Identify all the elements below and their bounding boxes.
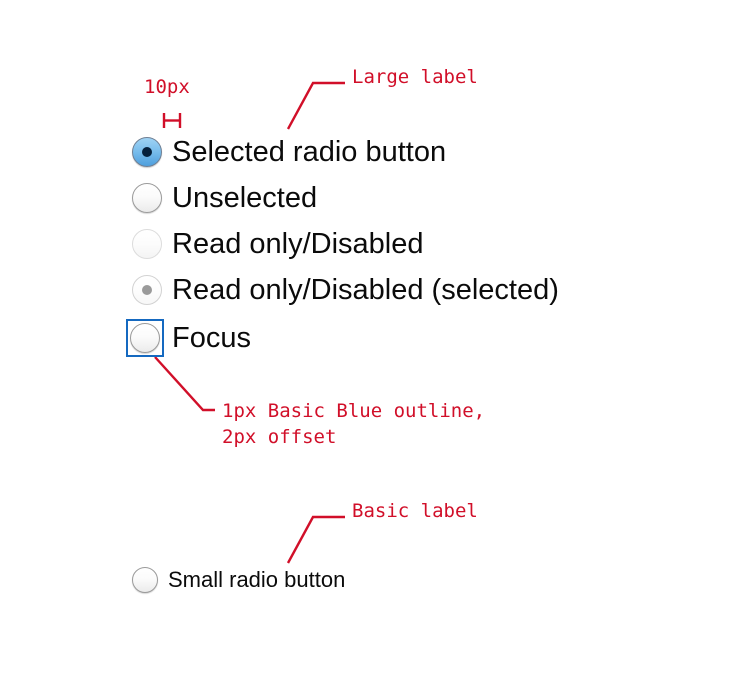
focus-outline-ring — [126, 319, 164, 357]
focus-outline-annotation-line1: 1px Basic Blue outline, — [222, 400, 486, 422]
radio-label-focus: Focus — [172, 322, 251, 354]
radio-small-unselected-icon[interactable] — [132, 567, 158, 593]
radio-row-unselected[interactable]: Unselected — [132, 181, 317, 215]
radio-row-selected[interactable]: Selected radio button — [132, 135, 446, 169]
large-label-leader-icon — [286, 81, 345, 130]
spacing-annotation-label: 10px — [144, 76, 190, 98]
radio-row-disabled: Read only/Disabled — [132, 227, 423, 261]
radio-selected-icon[interactable] — [132, 137, 162, 167]
spacing-measure-icon — [162, 113, 182, 128]
focus-outline-annotation: 1px Basic Blue outline, 2px offset — [222, 398, 485, 450]
focus-outline-annotation-line2: 2px offset — [222, 426, 337, 448]
basic-label-leader-icon — [286, 515, 345, 564]
radio-unselected-icon[interactable] — [132, 183, 162, 213]
radio-disabled-selected-icon — [132, 275, 162, 305]
radio-row-focus[interactable]: Focus — [126, 319, 251, 357]
radio-label-disabled-selected: Read only/Disabled (selected) — [172, 274, 559, 306]
radio-label-small: Small radio button — [168, 567, 346, 592]
radio-disabled-icon — [132, 229, 162, 259]
focus-annotation-leader-icon — [154, 356, 215, 412]
radio-row-small[interactable]: Small radio button — [132, 567, 345, 593]
radio-focus-icon[interactable] — [130, 323, 160, 353]
radio-row-disabled-selected: Read only/Disabled (selected) — [132, 273, 559, 307]
radio-label-selected: Selected radio button — [172, 136, 447, 168]
large-label-annotation: Large label — [352, 66, 478, 88]
radio-label-unselected: Unselected — [172, 182, 318, 214]
radio-label-disabled: Read only/Disabled — [172, 228, 424, 260]
basic-label-annotation: Basic label — [352, 500, 478, 522]
